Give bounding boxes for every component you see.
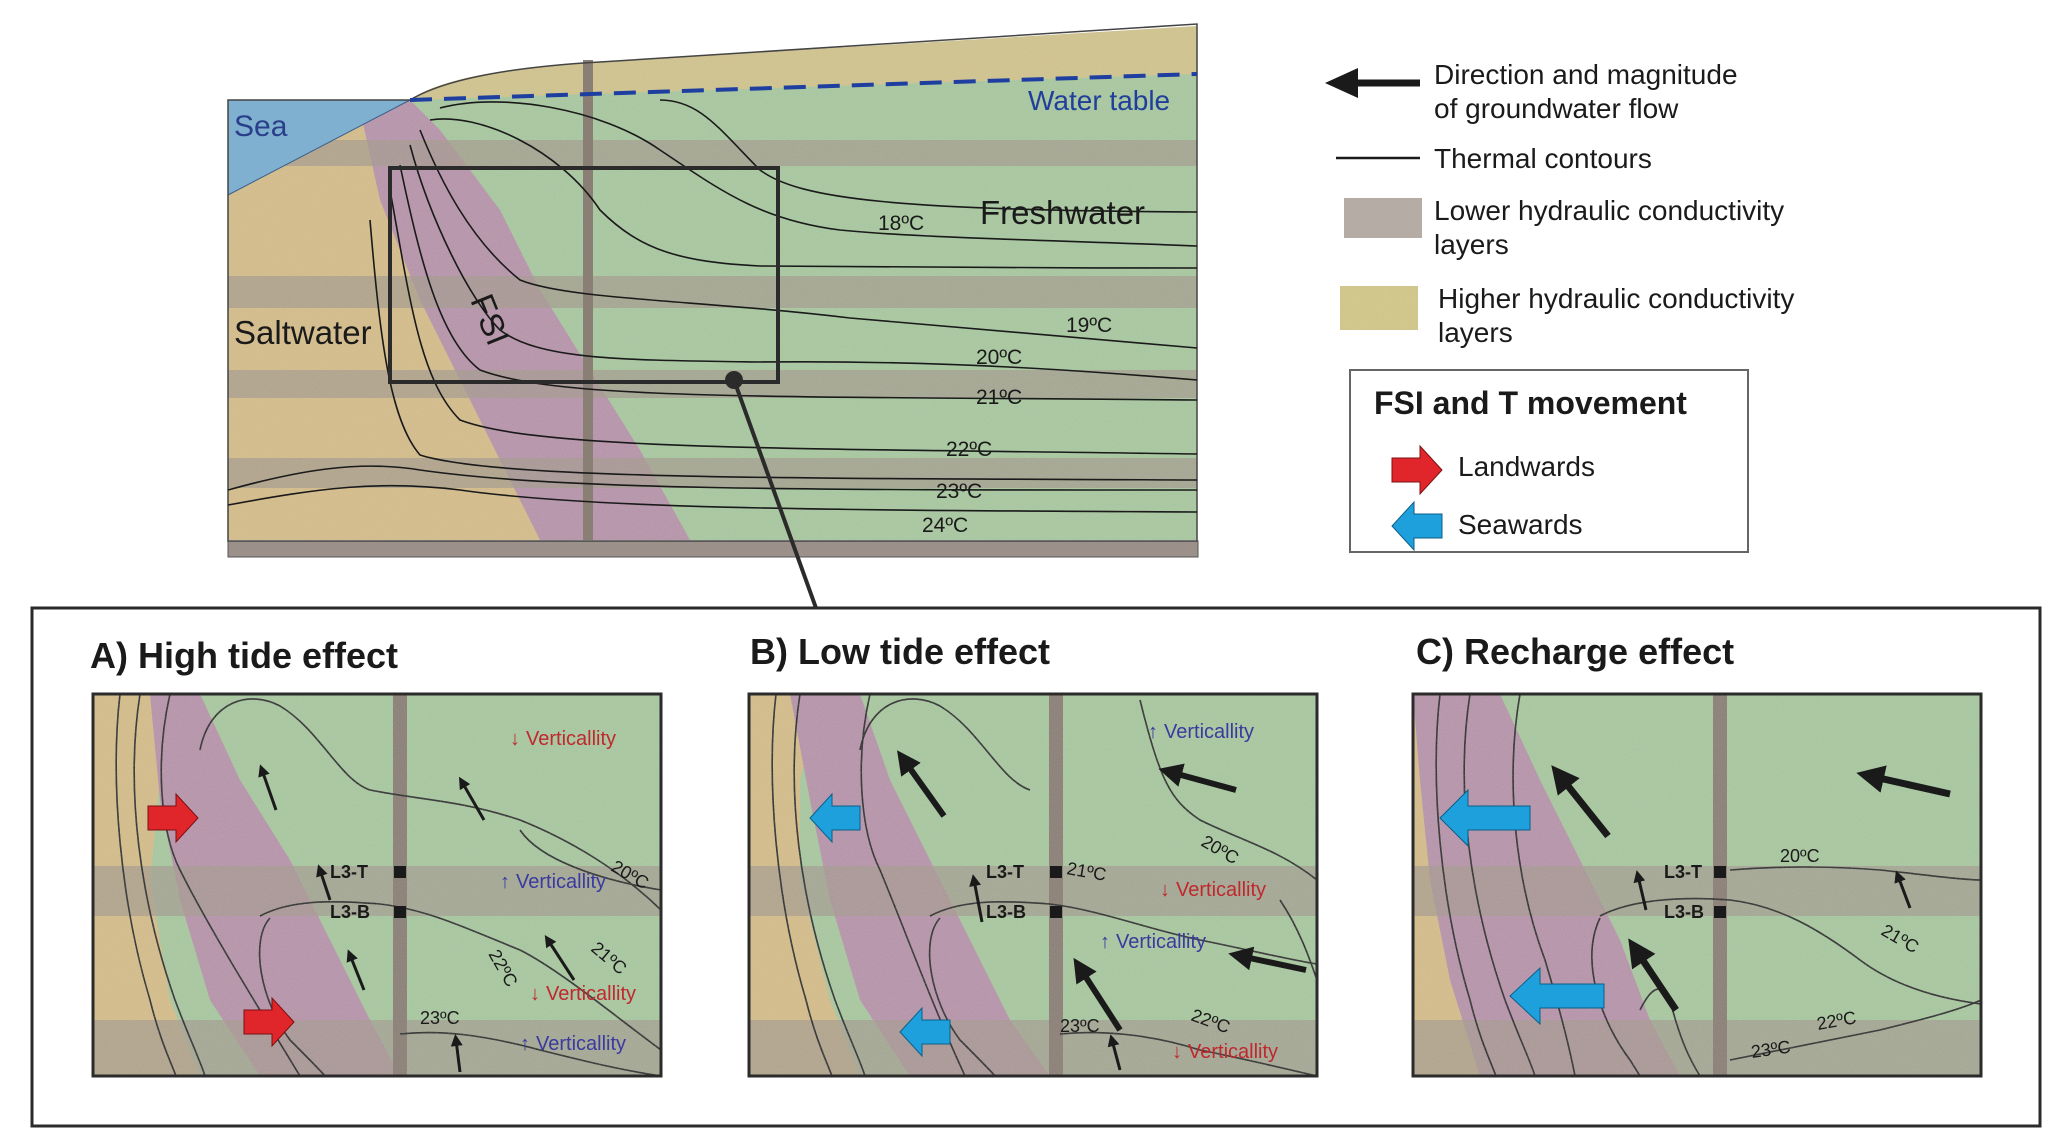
sensor-l3b-a [394, 906, 406, 918]
panel-b: B) Low tide effect L3-T L3-B [747, 631, 1319, 1078]
legend-flow-text-2: of groundwater flow [1434, 93, 1679, 124]
water-table-line [409, 72, 1198, 102]
svg-text:↓: ↓ [1172, 1041, 1182, 1063]
svg-text:↑: ↑ [1148, 721, 1158, 743]
seaward-arrow-icon [1391, 500, 1443, 552]
sensor-l3t-c [1714, 866, 1726, 878]
svg-text:Verticallity: Verticallity [1164, 721, 1254, 743]
svg-text:L3-T: L3-T [330, 862, 368, 882]
svg-text:23ºC: 23ºC [420, 1008, 460, 1028]
svg-text:L3-T: L3-T [1664, 862, 1702, 882]
flow-arrows-c [1551, 765, 1951, 1012]
legend-lowk-text-1: Lower hydraulic conductivity [1434, 195, 1784, 226]
svg-text:↓: ↓ [530, 983, 540, 1005]
sensor-l3b-b [1050, 906, 1062, 918]
panel-c-title: C) Recharge effect [1416, 631, 1734, 672]
svg-text:Verticallity: Verticallity [516, 871, 606, 893]
freshwater-label: Freshwater [980, 194, 1145, 231]
svg-text:Verticallity: Verticallity [1176, 879, 1266, 901]
sensor-l3t-a [394, 866, 406, 878]
legend-lowk-swatch [1344, 198, 1422, 238]
seaward-arrows-b [809, 792, 951, 1058]
flow-arrows-b [897, 750, 1307, 1071]
svg-text:↑: ↑ [1100, 931, 1110, 953]
svg-text:22ºC: 22ºC [946, 438, 992, 461]
svg-text:Verticallity: Verticallity [546, 983, 636, 1005]
legend-contour-text: Thermal contours [1434, 143, 1652, 174]
sensor-l3t-b [1050, 866, 1062, 878]
svg-text:Verticallity: Verticallity [1188, 1041, 1278, 1063]
seaward-arrows-c [1439, 788, 1605, 1026]
cross-section: Sea Water table Freshwater Saltwater FSI… [227, 23, 1199, 609]
legend-highk-swatch [1340, 286, 1418, 330]
fsi-zone [360, 100, 690, 540]
legend-flow-text-1: Direction and magnitude [1434, 59, 1738, 90]
flow-arrows-a [258, 764, 576, 1073]
section-outline [227, 23, 1198, 542]
svg-text:18ºC: 18ºC [878, 212, 924, 235]
svg-text:19ºC: 19ºC [1066, 314, 1112, 337]
saltwater-label: Saltwater [234, 314, 372, 351]
detail-frame [30, 606, 2042, 1128]
svg-text:20ºC: 20ºC [1780, 846, 1820, 866]
svg-text:Verticallity: Verticallity [526, 728, 616, 750]
svg-text:↑: ↑ [520, 1033, 530, 1055]
legend: Direction and magnitude of groundwater f… [1325, 59, 1794, 553]
landward-arrows-a [147, 792, 295, 1048]
sea-label: Sea [234, 110, 288, 143]
svg-text:↓: ↓ [1160, 879, 1170, 901]
contour-labels-main: 18ºC 19ºC 20ºC 21ºC 22ºC 23ºC 24ºC [878, 212, 1112, 537]
panel-a-title: A) High tide effect [90, 635, 398, 676]
water-table-label: Water table [1028, 85, 1170, 116]
verticality-labels-b: ↑ Verticallity ↓ Verticallity ↑ Verticallit… [1100, 721, 1278, 1063]
verticality-labels-a: ↓ Verticallity ↑ Verticallity ↓ Verticallit… [500, 728, 636, 1055]
legend-highk-text-2: layers [1438, 317, 1513, 348]
legend-flow-arrow-icon [1325, 68, 1420, 98]
svg-text:23ºC: 23ºC [1060, 1016, 1100, 1036]
thermal-contours-main [227, 99, 1198, 513]
legend-lowk-text-2: layers [1434, 229, 1509, 260]
panel-b-title: B) Low tide effect [750, 631, 1050, 672]
svg-text:21ºC: 21ºC [976, 386, 1022, 409]
legend-highk-text-1: Higher hydraulic conductivity [1438, 283, 1794, 314]
legend-movement-title: FSI and T movement [1374, 385, 1687, 421]
svg-text:24ºC: 24ºC [922, 514, 968, 537]
svg-text:↑: ↑ [500, 871, 510, 893]
legend-landwards-text: Landwards [1458, 451, 1595, 482]
svg-text:20ºC: 20ºC [976, 346, 1022, 369]
svg-text:L3-B: L3-B [1664, 902, 1704, 922]
svg-text:L3-B: L3-B [986, 902, 1026, 922]
base-layer [227, 540, 1199, 558]
svg-text:Verticallity: Verticallity [536, 1033, 626, 1055]
observation-well [583, 60, 593, 540]
panel-c: C) Recharge effect L3-T L3-B [1411, 631, 1983, 1078]
panel-a: A) High tide effect L3-T L3-B [90, 635, 663, 1078]
svg-text:Verticallity: Verticallity [1116, 931, 1206, 953]
svg-text:L3-B: L3-B [330, 902, 370, 922]
zoom-window [388, 166, 780, 384]
landward-arrow-icon [1391, 444, 1443, 496]
svg-text:↓: ↓ [510, 728, 520, 750]
svg-text:L3-T: L3-T [986, 862, 1024, 882]
zoom-leader-line [732, 379, 818, 609]
sensor-l3b-c [1714, 906, 1726, 918]
svg-text:23ºC: 23ºC [936, 480, 982, 503]
legend-seawards-text: Seawards [1458, 509, 1583, 540]
